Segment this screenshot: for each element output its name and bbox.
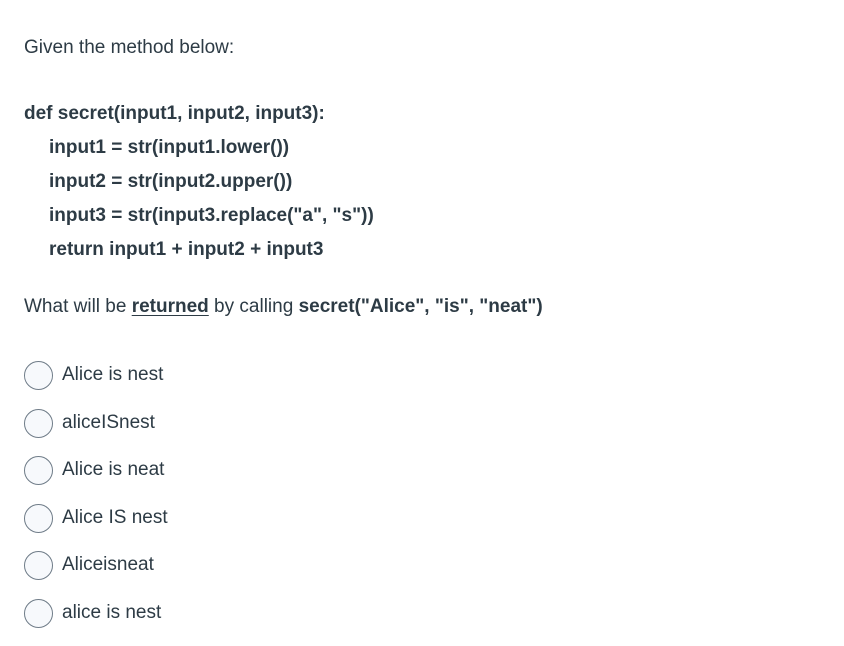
radio-button-option-2[interactable] bbox=[24, 408, 53, 438]
code-line-input2: input2 = str(input2.upper()) bbox=[49, 171, 293, 192]
option-row-4[interactable]: Alice IS nest bbox=[24, 495, 820, 543]
radio-button-option-5[interactable] bbox=[24, 551, 53, 581]
prompt-middle: by calling bbox=[208, 296, 299, 317]
option-label-6[interactable]: alice is nest bbox=[62, 601, 162, 623]
code-line-return: return input1 + input2 + input3 bbox=[49, 239, 324, 260]
prompt-function-call: secret("Alice", "is", "neat") bbox=[298, 296, 543, 317]
option-row-2[interactable]: aliceISnest bbox=[24, 400, 820, 448]
radio-button-option-1[interactable] bbox=[24, 361, 53, 391]
option-label-3[interactable]: Alice is neat bbox=[62, 459, 165, 481]
code-line-input1: input1 = str(input1.lower()) bbox=[49, 137, 290, 158]
answer-options: Alice is nest aliceISnest Alice is neat … bbox=[24, 352, 820, 637]
question-prompt: What will be returned by calling secret(… bbox=[24, 293, 820, 320]
code-block: def secret(input1, input2, input3): inpu… bbox=[24, 97, 820, 267]
option-label-4[interactable]: Alice IS nest bbox=[62, 506, 168, 528]
option-row-3[interactable]: Alice is neat bbox=[24, 447, 820, 495]
option-label-2[interactable]: aliceISnest bbox=[62, 411, 155, 433]
radio-button-option-6[interactable] bbox=[24, 598, 53, 628]
option-label-5[interactable]: Aliceisneat bbox=[62, 554, 154, 576]
code-line-input3: input3 = str(input3.replace("a", "s")) bbox=[49, 205, 374, 226]
option-label-1[interactable]: Alice is nest bbox=[62, 364, 164, 386]
code-line-def: def secret(input1, input2, input3): bbox=[24, 103, 325, 124]
option-row-1[interactable]: Alice is nest bbox=[24, 352, 820, 400]
question-intro: Given the method below: bbox=[24, 37, 235, 58]
prompt-emphasized-word: returned bbox=[131, 296, 209, 317]
option-row-6[interactable]: alice is nest bbox=[24, 590, 820, 638]
option-row-5[interactable]: Aliceisneat bbox=[24, 542, 820, 590]
radio-button-option-3[interactable] bbox=[24, 456, 53, 486]
radio-button-option-4[interactable] bbox=[24, 503, 53, 533]
prompt-prefix: What will be bbox=[24, 296, 132, 317]
